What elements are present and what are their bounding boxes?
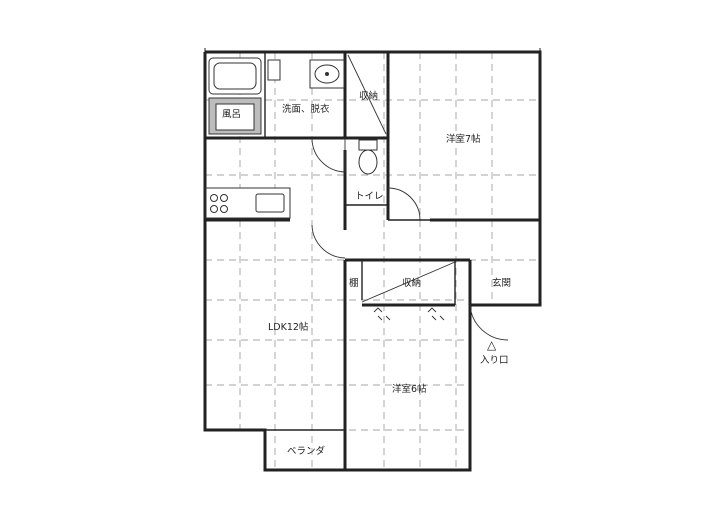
room-label-veranda: ベランダ [287, 445, 326, 457]
toilet-icon [358, 139, 378, 175]
room-label-entrance: 玄関 [492, 277, 511, 289]
closet-marks [373, 307, 445, 321]
room-label-western7: 洋室7帖 [446, 133, 481, 145]
bath-inner [215, 103, 255, 131]
exterior-walls [203, 48, 542, 472]
interior-walls [205, 52, 540, 470]
entry-label: 入り口 [480, 355, 509, 366]
entry-marker-icon: △ [487, 338, 497, 352]
room-label-bath: 風呂 [222, 109, 241, 120]
room-label-shelf: 棚 [349, 277, 359, 289]
door-swings [311, 54, 509, 341]
room-label-washroom: 洗面、脱衣 [282, 103, 330, 115]
wash-basin-icon [309, 59, 345, 89]
room-label-toilet: トイレ [355, 191, 384, 202]
room-label-western6: 洋室6帖 [392, 383, 427, 395]
room-label-storage-mid: 収納 [402, 277, 421, 289]
bathtub [208, 57, 262, 95]
room-label-ldk: LDK12帖 [268, 321, 309, 333]
room-label-storage-top: 収納 [359, 90, 378, 102]
kitchen-counter [205, 187, 291, 219]
washer-space [267, 59, 281, 81]
